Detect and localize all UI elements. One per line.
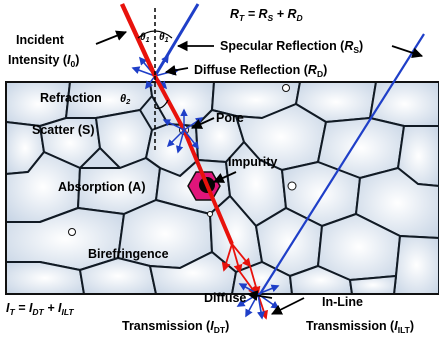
pore-mark: [282, 84, 290, 92]
refraction-label: Refraction: [40, 91, 102, 105]
incident-label-line2: Intensity (I0): [8, 53, 79, 69]
inline-transmission-label-line1: In-Line: [322, 295, 363, 309]
scattered-transmission-rays: [221, 243, 268, 320]
incident-beam: [119, 3, 158, 77]
reflectance-equation: RT = RS + RD: [230, 7, 303, 23]
pore-mark: [207, 211, 213, 217]
birefringence-label: Birefringence: [88, 247, 169, 261]
theta1-right-label: θ1: [159, 32, 169, 44]
theta2-label: θ2: [120, 93, 131, 106]
diffuse-transmission-label-line2: Transmission (IDT): [122, 319, 229, 335]
theta1-left-label: θ1: [140, 32, 150, 44]
callout-arrows: [95, 30, 424, 315]
incident-label-line1: Incident: [16, 33, 65, 47]
polycrystalline-slab: [6, 82, 439, 294]
specular-exit-beam: [259, 33, 425, 295]
impurity-label: Impurity: [228, 155, 277, 169]
transmittance-equation: IT = IDT + IILT: [6, 301, 74, 317]
slab-outline: [5, 81, 439, 295]
grain-structure: [6, 82, 439, 294]
inline-transmission-label-line2: Transmission (IILT): [306, 319, 414, 335]
specular-label: Specular Reflection (RS): [220, 39, 363, 55]
absorption-label: Absorption (A): [58, 180, 145, 194]
pore-mark: [68, 228, 76, 236]
diffuse-transmission-label-line1: Diffuse: [204, 291, 246, 305]
refracted-beam: [153, 75, 234, 245]
diffuse-reflection-label: Diffuse Reflection (RD): [194, 63, 327, 79]
incidence-angle-arc: [137, 30, 173, 39]
refraction-angle-arc: [154, 99, 169, 109]
scatter-label: Scatter (S): [32, 123, 95, 137]
pore-mark: [287, 181, 297, 191]
pore-label: Pore: [216, 111, 244, 125]
